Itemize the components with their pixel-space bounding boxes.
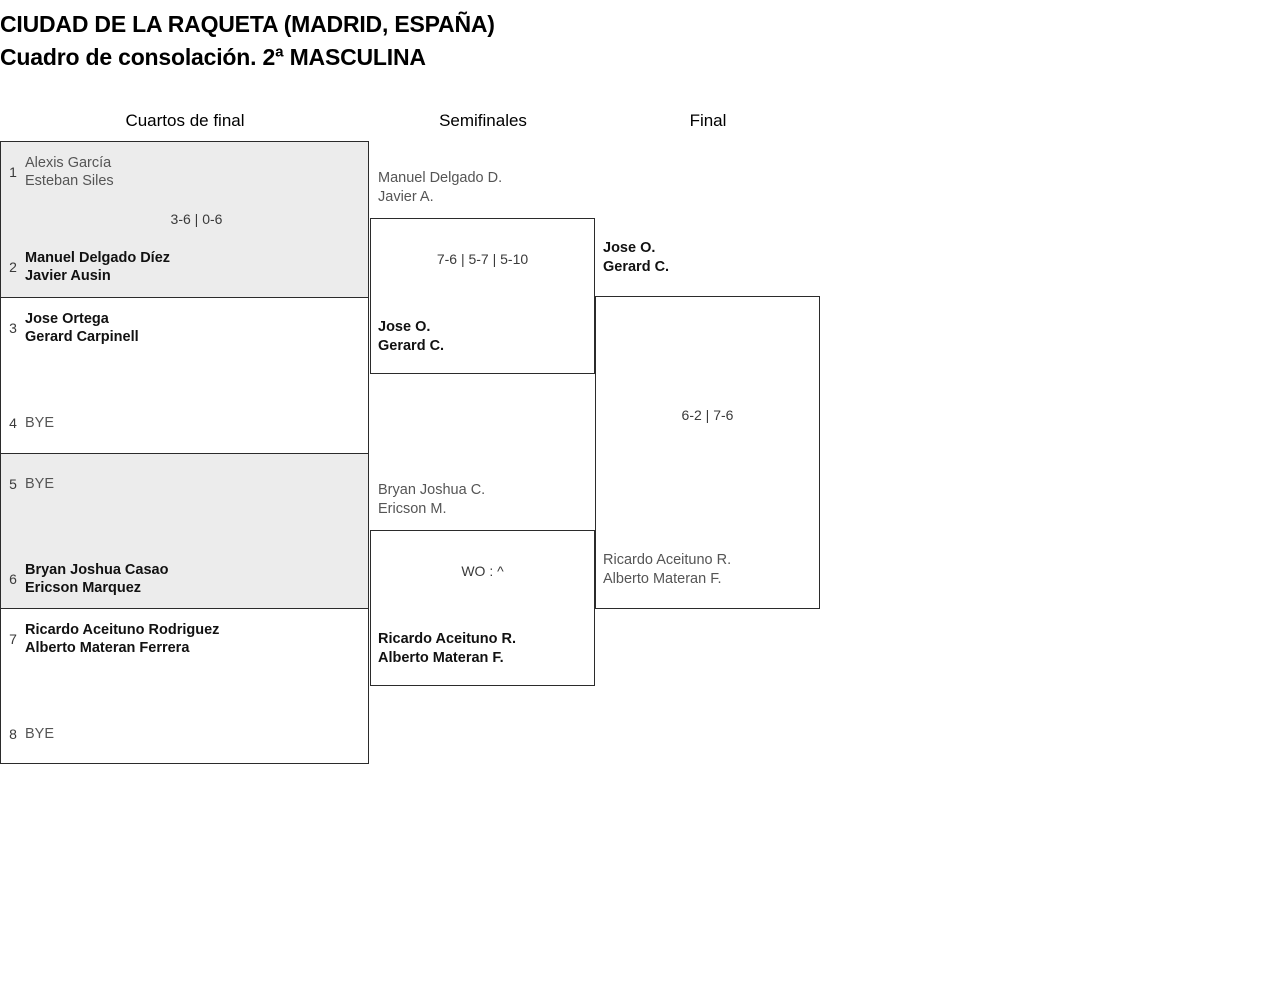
seed-number: 7	[9, 631, 17, 647]
match-score: 6-2 | 7-6	[681, 407, 734, 423]
player-names: Alexis García Esteban Siles	[25, 154, 114, 190]
player-names: Bryan Joshua C. Ericson M.	[378, 482, 486, 517]
round-header-semifinals: Semifinales	[439, 111, 527, 130]
player-names: BYE	[25, 725, 55, 742]
seed-number: 5	[9, 476, 17, 492]
semifinal-match-2[interactable]: Bryan Joshua C. Ericson M. WO : ^ Ricard…	[370, 482, 595, 686]
quarterfinals-column: 1 Alexis García Esteban Siles 3-6 | 0-6 …	[0, 141, 369, 764]
player-names: Manuel Delgado D. Javier A.	[378, 170, 503, 205]
player-names: Jose Ortega Gerard Carpinell	[25, 310, 139, 346]
semifinal-match-1[interactable]: Manuel Delgado D. Javier A. 7-6 | 5-7 | …	[370, 170, 595, 374]
round-header-quarterfinals: Cuartos de final	[125, 111, 245, 130]
bracket-entry[interactable]: 5 BYE	[1, 464, 368, 504]
player-names: Ricardo Aceituno R. Alberto Materan F.	[378, 631, 517, 666]
seed-number: 4	[9, 415, 17, 431]
quarterfinal-match-3[interactable]: 5 BYE 6 Bryan Joshua Casao Ericson Marqu…	[1, 453, 368, 608]
player-names: BYE	[25, 414, 55, 431]
player-names: Jose O. Gerard C.	[603, 240, 670, 275]
tournament-draw-title: Cuadro de consolación. 2ª MASCULINA	[0, 44, 426, 70]
player-names: Bryan Joshua Casao Ericson Marquez	[25, 561, 169, 597]
seed-number: 6	[9, 571, 17, 587]
player-names: Manuel Delgado Díez Javier Ausin	[25, 249, 171, 285]
bracket-entry[interactable]: 4 BYE	[1, 403, 368, 443]
seed-number: 3	[9, 320, 17, 336]
bracket-entry[interactable]: 1 Alexis García Esteban Siles	[1, 152, 368, 192]
bracket-entry[interactable]: 8 BYE	[1, 714, 368, 754]
seed-number: 8	[9, 726, 17, 742]
bracket-entry[interactable]: 7 Ricardo Aceituno Rodriguez Alberto Mat…	[1, 619, 368, 659]
seed-number: 1	[9, 164, 17, 180]
match-score: WO : ^	[461, 563, 504, 579]
quarterfinal-match-1[interactable]: 1 Alexis García Esteban Siles 3-6 | 0-6 …	[1, 142, 368, 297]
bracket-entry[interactable]: 6 Bryan Joshua Casao Ericson Marquez	[1, 559, 368, 599]
player-names: BYE	[25, 475, 55, 492]
player-names: Ricardo Aceituno R. Alberto Materan F.	[603, 552, 732, 587]
quarterfinal-match-2[interactable]: 3 Jose Ortega Gerard Carpinell 4 BYE	[1, 297, 368, 453]
tournament-venue-title: CIUDAD DE LA RAQUETA (MADRID, ESPAÑA)	[0, 11, 495, 37]
seed-number: 2	[9, 259, 17, 275]
player-names: Jose O. Gerard C.	[378, 319, 445, 354]
round-header-final: Final	[689, 111, 727, 130]
match-score: 3-6 | 0-6	[170, 211, 223, 227]
tournament-title-block: CIUDAD DE LA RAQUETA (MADRID, ESPAÑA) Cu…	[0, 8, 1100, 74]
match-score: 7-6 | 5-7 | 5-10	[436, 251, 529, 267]
player-names: Ricardo Aceituno Rodriguez Alberto Mater…	[25, 621, 220, 657]
bracket-entry[interactable]: 3 Jose Ortega Gerard Carpinell	[1, 308, 368, 348]
bracket-entry[interactable]: 2 Manuel Delgado Díez Javier Ausin	[1, 247, 368, 287]
final-match[interactable]: Jose O. Gerard C. 6-2 | 7-6 Ricardo Acei…	[595, 240, 820, 609]
quarterfinal-match-4[interactable]: 7 Ricardo Aceituno Rodriguez Alberto Mat…	[1, 608, 368, 763]
